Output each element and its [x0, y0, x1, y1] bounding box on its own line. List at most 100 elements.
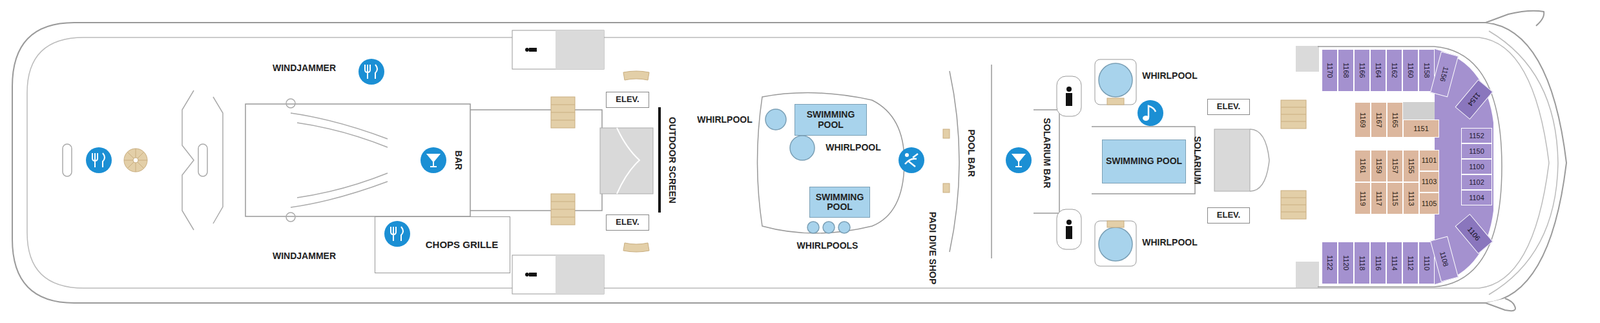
swimming-pool: SWIMMING POOL [1101, 139, 1186, 184]
area-label: WHIRLPOOL [825, 142, 882, 153]
cabin-box: 1170 [1321, 49, 1338, 92]
deck-path [245, 103, 471, 217]
cabin-number: 1114 [1390, 255, 1398, 271]
deck-path [470, 109, 603, 211]
cabin-box: 1118 [1353, 241, 1371, 285]
deck-rect [600, 127, 654, 194]
cabin-number: 1116 [1373, 255, 1382, 271]
area-label: WINDJAMMER [272, 63, 336, 73]
swimming-pool: SWIMMING POOL [809, 186, 871, 218]
area-name: ELEV. [1216, 102, 1241, 112]
cabin-number: 1168 [1341, 62, 1350, 79]
deck-rect [1056, 76, 1082, 117]
deck-path [92, 153, 105, 168]
cabin-number: 1100 [1468, 162, 1485, 171]
cabin-box: 1152 [1461, 127, 1493, 144]
deck-path [1485, 10, 1544, 26]
deck-path [616, 127, 640, 194]
deck-rect [1065, 226, 1073, 239]
deck-circle [807, 221, 820, 234]
deck-rect [943, 183, 950, 193]
deck-circle [765, 109, 787, 130]
deck-path [1033, 109, 1060, 214]
deck-g [765, 63, 1133, 261]
area-name: ELEV. [1216, 210, 1241, 220]
area-label: PADI DIVE SHOP [926, 211, 937, 285]
deck-path [213, 96, 223, 224]
area-label: WHIRLPOOL [696, 114, 753, 125]
cabin-box: 1159 [1370, 149, 1387, 183]
cabin-box: 1122 [1321, 241, 1338, 285]
deck-rect [62, 144, 72, 177]
deck-path [757, 93, 905, 234]
deck-circle [904, 153, 909, 157]
area-name: ELEV. [615, 217, 639, 227]
deck-rect [1214, 129, 1250, 192]
deck-rect [1107, 98, 1124, 105]
cabin-number: 1101 [1421, 156, 1438, 165]
deck-rect [1094, 220, 1137, 267]
deck-rect [1065, 93, 1073, 106]
deck-circle [420, 147, 447, 174]
deck-circle [286, 212, 296, 222]
deck-path [390, 226, 404, 241]
deck-circle [85, 147, 112, 174]
cabin-box: 1150 [1461, 143, 1493, 159]
area-label: WHIRLPOOL [1142, 237, 1198, 248]
deck-circle [1066, 219, 1072, 225]
area-label: WHIRLPOOLS [797, 240, 859, 251]
deck-path [1249, 129, 1270, 192]
cabin-box: 1100 [1461, 158, 1493, 175]
swimming-pool: SWIMMING POOL [794, 103, 867, 136]
deck-g [358, 58, 385, 85]
deck-circle [133, 157, 139, 163]
cabin-number: 1154 [1466, 91, 1482, 108]
cabin-number: 1167 [1374, 112, 1383, 128]
deck-rect [512, 30, 604, 70]
deck-rect [1295, 45, 1320, 72]
deck-g [898, 147, 925, 174]
area-name: SWIMMING POOL [795, 109, 867, 130]
deck-circle [822, 221, 835, 234]
cabin-number: 1112 [1406, 255, 1414, 271]
deck-path [290, 113, 388, 208]
deck-rect [1094, 59, 1137, 105]
cabin-number: 1169 [1358, 112, 1367, 128]
deck-circle [1005, 147, 1032, 174]
area-label: POOL BAR [965, 129, 976, 177]
deck-g [525, 272, 537, 277]
deck-circle [1066, 86, 1072, 92]
cabin-number: 1104 [1468, 193, 1485, 202]
cabin-number: 1157 [1390, 158, 1399, 174]
cabin-box: 1104 [1461, 189, 1493, 206]
deck-circle [898, 147, 925, 174]
cabin-number: 1152 [1468, 131, 1485, 140]
area-name: ELEV. [615, 94, 639, 104]
deck-circle [838, 221, 851, 234]
cabin-box: 1105 [1419, 192, 1440, 215]
cabin-number: 1118 [1357, 255, 1366, 271]
area-label: BAR [452, 150, 463, 170]
deck-path [364, 64, 378, 79]
deck-rect [529, 272, 537, 277]
area-label: WHIRLPOOL [1142, 71, 1198, 81]
deck-path [1091, 126, 1195, 194]
deck-path [1485, 298, 1516, 311]
cabin-number: 1156 [1438, 65, 1451, 83]
cabin-number: 1108 [1438, 250, 1451, 268]
deck-circle [384, 220, 411, 247]
cabin-number: 1119 [1358, 191, 1367, 207]
deck-path [623, 242, 650, 252]
area-label: SOLARIUM [1191, 136, 1202, 185]
area-name: CHOPS GRILLE [425, 239, 499, 251]
deck-path [1012, 154, 1025, 167]
deck-path [949, 71, 960, 252]
deck-rect [512, 255, 604, 294]
deck-circle [1098, 63, 1133, 97]
cabin-box: 1119 [1354, 182, 1371, 215]
deck-line [990, 64, 993, 259]
deck-rect [1295, 261, 1320, 288]
cabin-number: 1151 [1413, 124, 1429, 133]
cabin-number: 1162 [1390, 62, 1398, 79]
cabin-box: 1116 [1370, 241, 1387, 285]
